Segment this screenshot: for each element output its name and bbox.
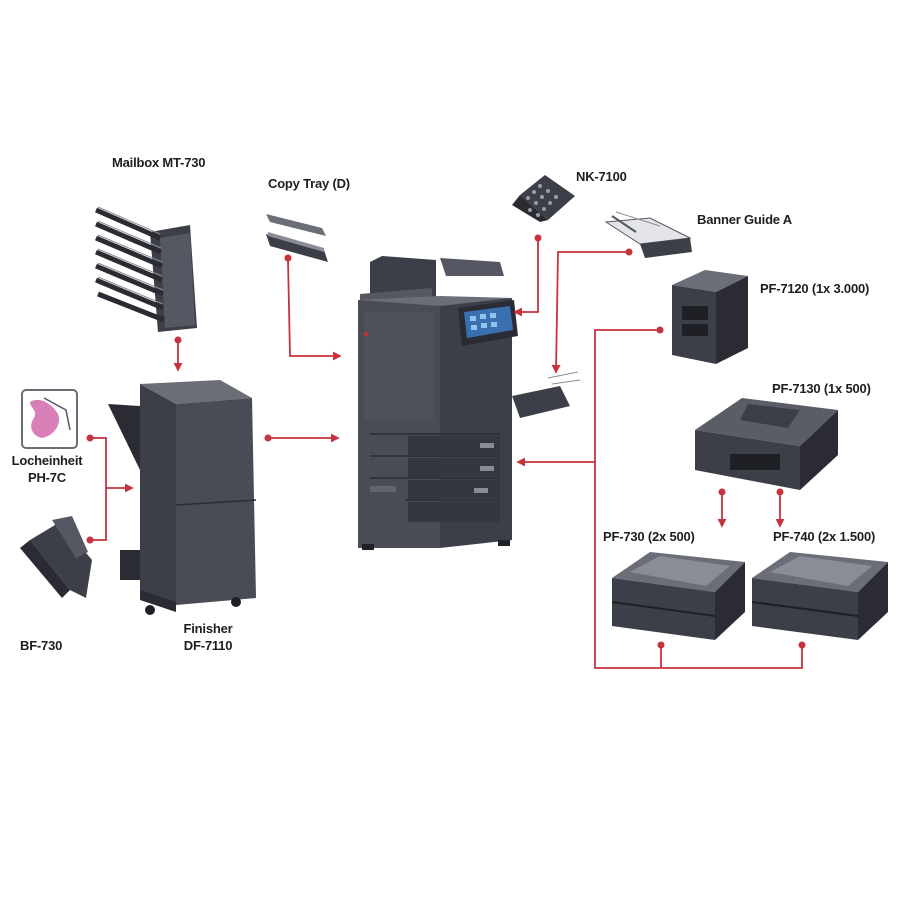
label-pf7120: PF-7120 (1x 3.000) (760, 281, 870, 296)
banner-guide-image (604, 211, 692, 258)
mailbox-image (94, 206, 197, 332)
label-banner-guide: Banner Guide A (697, 212, 792, 227)
pf7130-image (695, 398, 838, 490)
pf7120-image (672, 270, 748, 364)
label-punch-unit-name: Locheinheit (11, 453, 83, 468)
label-finisher-model: DF-7110 (183, 638, 233, 653)
connector-keypad (513, 238, 539, 317)
label-pf740: PF-740 (2x 1.500) (773, 529, 876, 544)
label-pf7130: PF-7130 (1x 500) (772, 381, 871, 396)
bf730-image (20, 516, 92, 598)
punch-unit-image (21, 389, 78, 449)
connector-banner-guide (551, 251, 629, 374)
label-punch-unit-model: PH-7C (27, 470, 66, 485)
label-finisher: Finisher DF-7110 (166, 620, 250, 654)
label-pf730: PF-730 (2x 500) (603, 529, 695, 544)
label-copy-tray: Copy Tray (D) (268, 176, 350, 191)
label-mailbox: Mailbox MT-730 (112, 155, 206, 170)
connector-feeders (594, 329, 803, 669)
label-punch-unit: Locheinheit PH-7C (4, 452, 90, 486)
copy-tray-image (266, 214, 328, 262)
label-bf730: BF-730 (20, 638, 63, 653)
label-nk7100: NK-7100 (576, 169, 627, 184)
finisher-image (108, 380, 257, 615)
pf740-image (751, 552, 888, 640)
label-finisher-name: Finisher (183, 621, 233, 636)
main-copier-image (358, 256, 581, 550)
numeric-keypad-image (512, 175, 575, 222)
pf730-image (611, 552, 745, 640)
connector-copy-tray (287, 259, 342, 361)
connector-punch-bf (90, 437, 107, 541)
